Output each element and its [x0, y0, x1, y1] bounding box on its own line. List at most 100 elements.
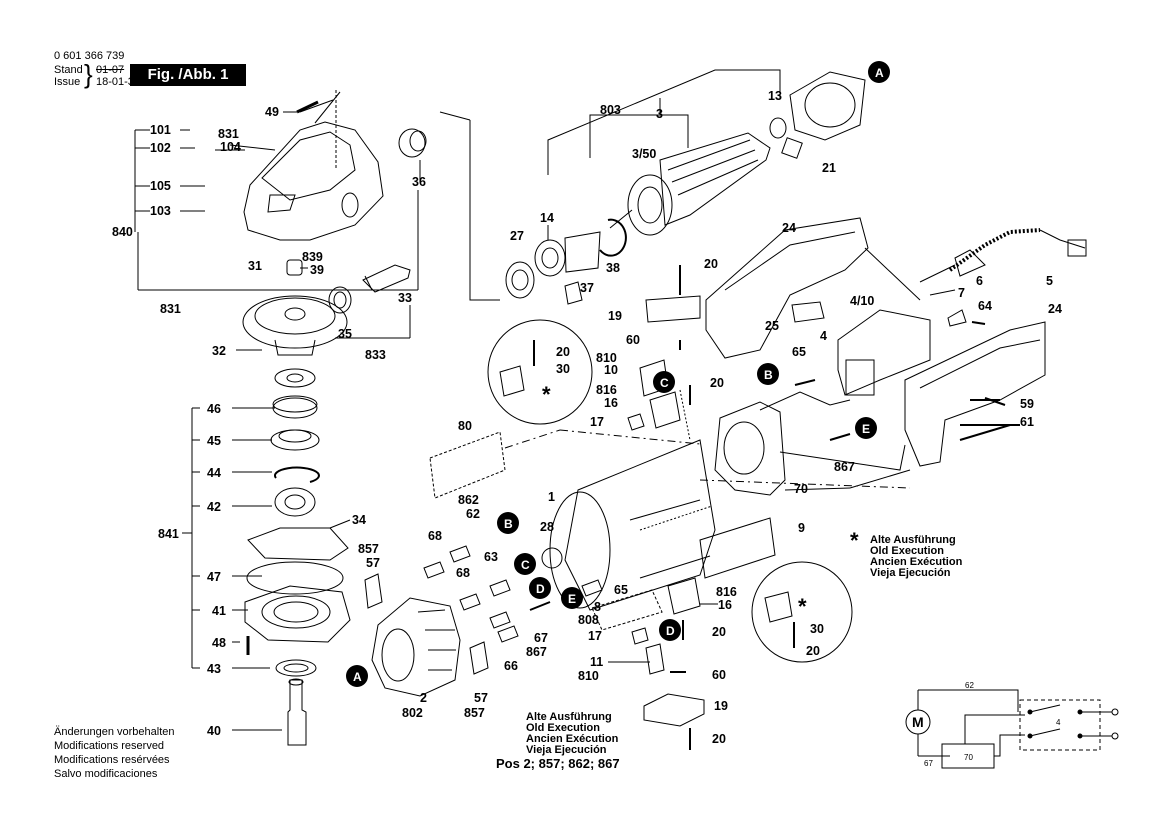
- label-25: 25: [765, 319, 779, 333]
- note-fr: Modifications resérvées: [54, 754, 170, 766]
- label-21: 21: [822, 161, 836, 175]
- switch-4: [837, 309, 931, 396]
- svg-text:B: B: [764, 368, 773, 382]
- callout-e: [561, 587, 583, 609]
- label-10: 10: [604, 363, 618, 377]
- callout-c: [514, 553, 536, 575]
- callout-b: [497, 512, 519, 534]
- note-de: Änderungen vorbehalten: [54, 726, 175, 738]
- legend-top-line-2: Old Execution: [870, 545, 944, 557]
- label-3-50: 3/50: [632, 147, 656, 161]
- modification-notes: Änderungen vorbehalten Modifications res…: [54, 725, 174, 781]
- label-61: 61: [1020, 415, 1034, 429]
- label-20-detail: 20: [556, 345, 570, 359]
- label-816-top: 816: [596, 383, 617, 397]
- callout-d-bottom: [659, 619, 681, 641]
- asterisk-legend: *: [850, 528, 859, 553]
- issue-date: 18-01-31: [96, 76, 141, 88]
- detail-asterisk-bottom: *: [798, 594, 807, 619]
- label-105: 105: [150, 179, 171, 193]
- label-28: 28: [540, 520, 554, 534]
- suppressor-19: [645, 295, 701, 323]
- bevel-gear-32: [242, 295, 348, 349]
- svg-text:D: D: [536, 582, 545, 596]
- label-33: 33: [398, 291, 412, 305]
- label-841: 841: [158, 527, 179, 541]
- label-49: 49: [265, 105, 279, 119]
- issue-label: Issue: [54, 76, 81, 88]
- svg-text:B: B: [504, 517, 513, 531]
- label-80: 80: [458, 419, 472, 433]
- label-66: 66: [504, 659, 518, 673]
- label-60-top: 60: [626, 333, 640, 347]
- label-68-top: 68: [428, 529, 442, 543]
- label-41: 41: [212, 604, 226, 618]
- label-34: 34: [352, 513, 366, 527]
- label-810: 810: [578, 669, 599, 683]
- detail-circle-old-execution: [487, 319, 593, 425]
- label-70: 70: [794, 482, 808, 496]
- label-5: 5: [1046, 274, 1053, 288]
- detail-circle-old-execution-b: [751, 561, 853, 663]
- label-44: 44: [207, 466, 221, 480]
- label-45: 45: [207, 434, 221, 448]
- note-en: Modifications reserved: [54, 740, 165, 752]
- label-46: 46: [207, 402, 221, 416]
- label-62: 62: [466, 507, 480, 521]
- label-19-top: 19: [608, 309, 622, 323]
- schematic-70: 70: [964, 753, 973, 762]
- handle-half-24b: [904, 321, 1046, 467]
- label-8: 8: [594, 600, 601, 614]
- label-20-detail-b: 20: [806, 644, 820, 658]
- armature-3: [659, 132, 771, 226]
- label-101: 101: [150, 123, 171, 137]
- bearing-36: [398, 128, 426, 158]
- label-57-top: 57: [366, 556, 380, 570]
- handle-half-24: [705, 217, 869, 359]
- label-43: 43: [207, 662, 221, 676]
- label-20-b1: 20: [712, 625, 726, 639]
- gear-head-cover: [243, 121, 384, 241]
- callout-e-top: [855, 417, 877, 439]
- label-59: 59: [1020, 397, 1034, 411]
- svg-text:A: A: [875, 66, 884, 80]
- label-60: 60: [712, 668, 726, 682]
- detail-asterisk-top: *: [542, 382, 551, 407]
- bearing-46: [272, 397, 318, 419]
- field-housing-70: [714, 401, 786, 496]
- label-4-10: 4/10: [850, 294, 874, 308]
- svg-text:E: E: [862, 422, 870, 436]
- svg-text:C: C: [521, 558, 530, 572]
- schematic-4: 4: [1056, 718, 1061, 727]
- label-40: 40: [207, 724, 221, 738]
- label-27: 27: [510, 229, 524, 243]
- callout-b-top: [757, 363, 779, 385]
- spindle-40: [287, 679, 307, 746]
- label-833: 833: [365, 348, 386, 362]
- label-30-detail: 30: [556, 362, 570, 376]
- label-802: 802: [402, 706, 423, 720]
- label-816: 816: [716, 585, 737, 599]
- label-24-right: 24: [1048, 302, 1062, 316]
- label-39: 39: [310, 263, 324, 277]
- label-17: 17: [588, 629, 602, 643]
- label-32: 32: [212, 344, 226, 358]
- label-104: 104: [220, 140, 241, 154]
- label-31: 31: [248, 259, 262, 273]
- label-20-mid: 20: [710, 376, 724, 390]
- label-867-top: 867: [834, 460, 855, 474]
- doc-number: 0 601 366 739: [54, 50, 125, 62]
- svg-text:E: E: [568, 592, 576, 606]
- label-17-top: 17: [590, 415, 604, 429]
- label-37: 37: [580, 281, 594, 295]
- label-1: 1: [548, 490, 555, 504]
- label-24-top: 24: [782, 221, 796, 235]
- svg-text:D: D: [666, 624, 675, 638]
- legend-pos-line: Pos 2; 857; 862; 867: [496, 756, 620, 771]
- schematic-62: 62: [965, 681, 974, 690]
- callout-a: [346, 665, 368, 687]
- label-867: 867: [526, 645, 547, 659]
- label-808: 808: [578, 613, 599, 627]
- fan-cover-21: [789, 71, 866, 141]
